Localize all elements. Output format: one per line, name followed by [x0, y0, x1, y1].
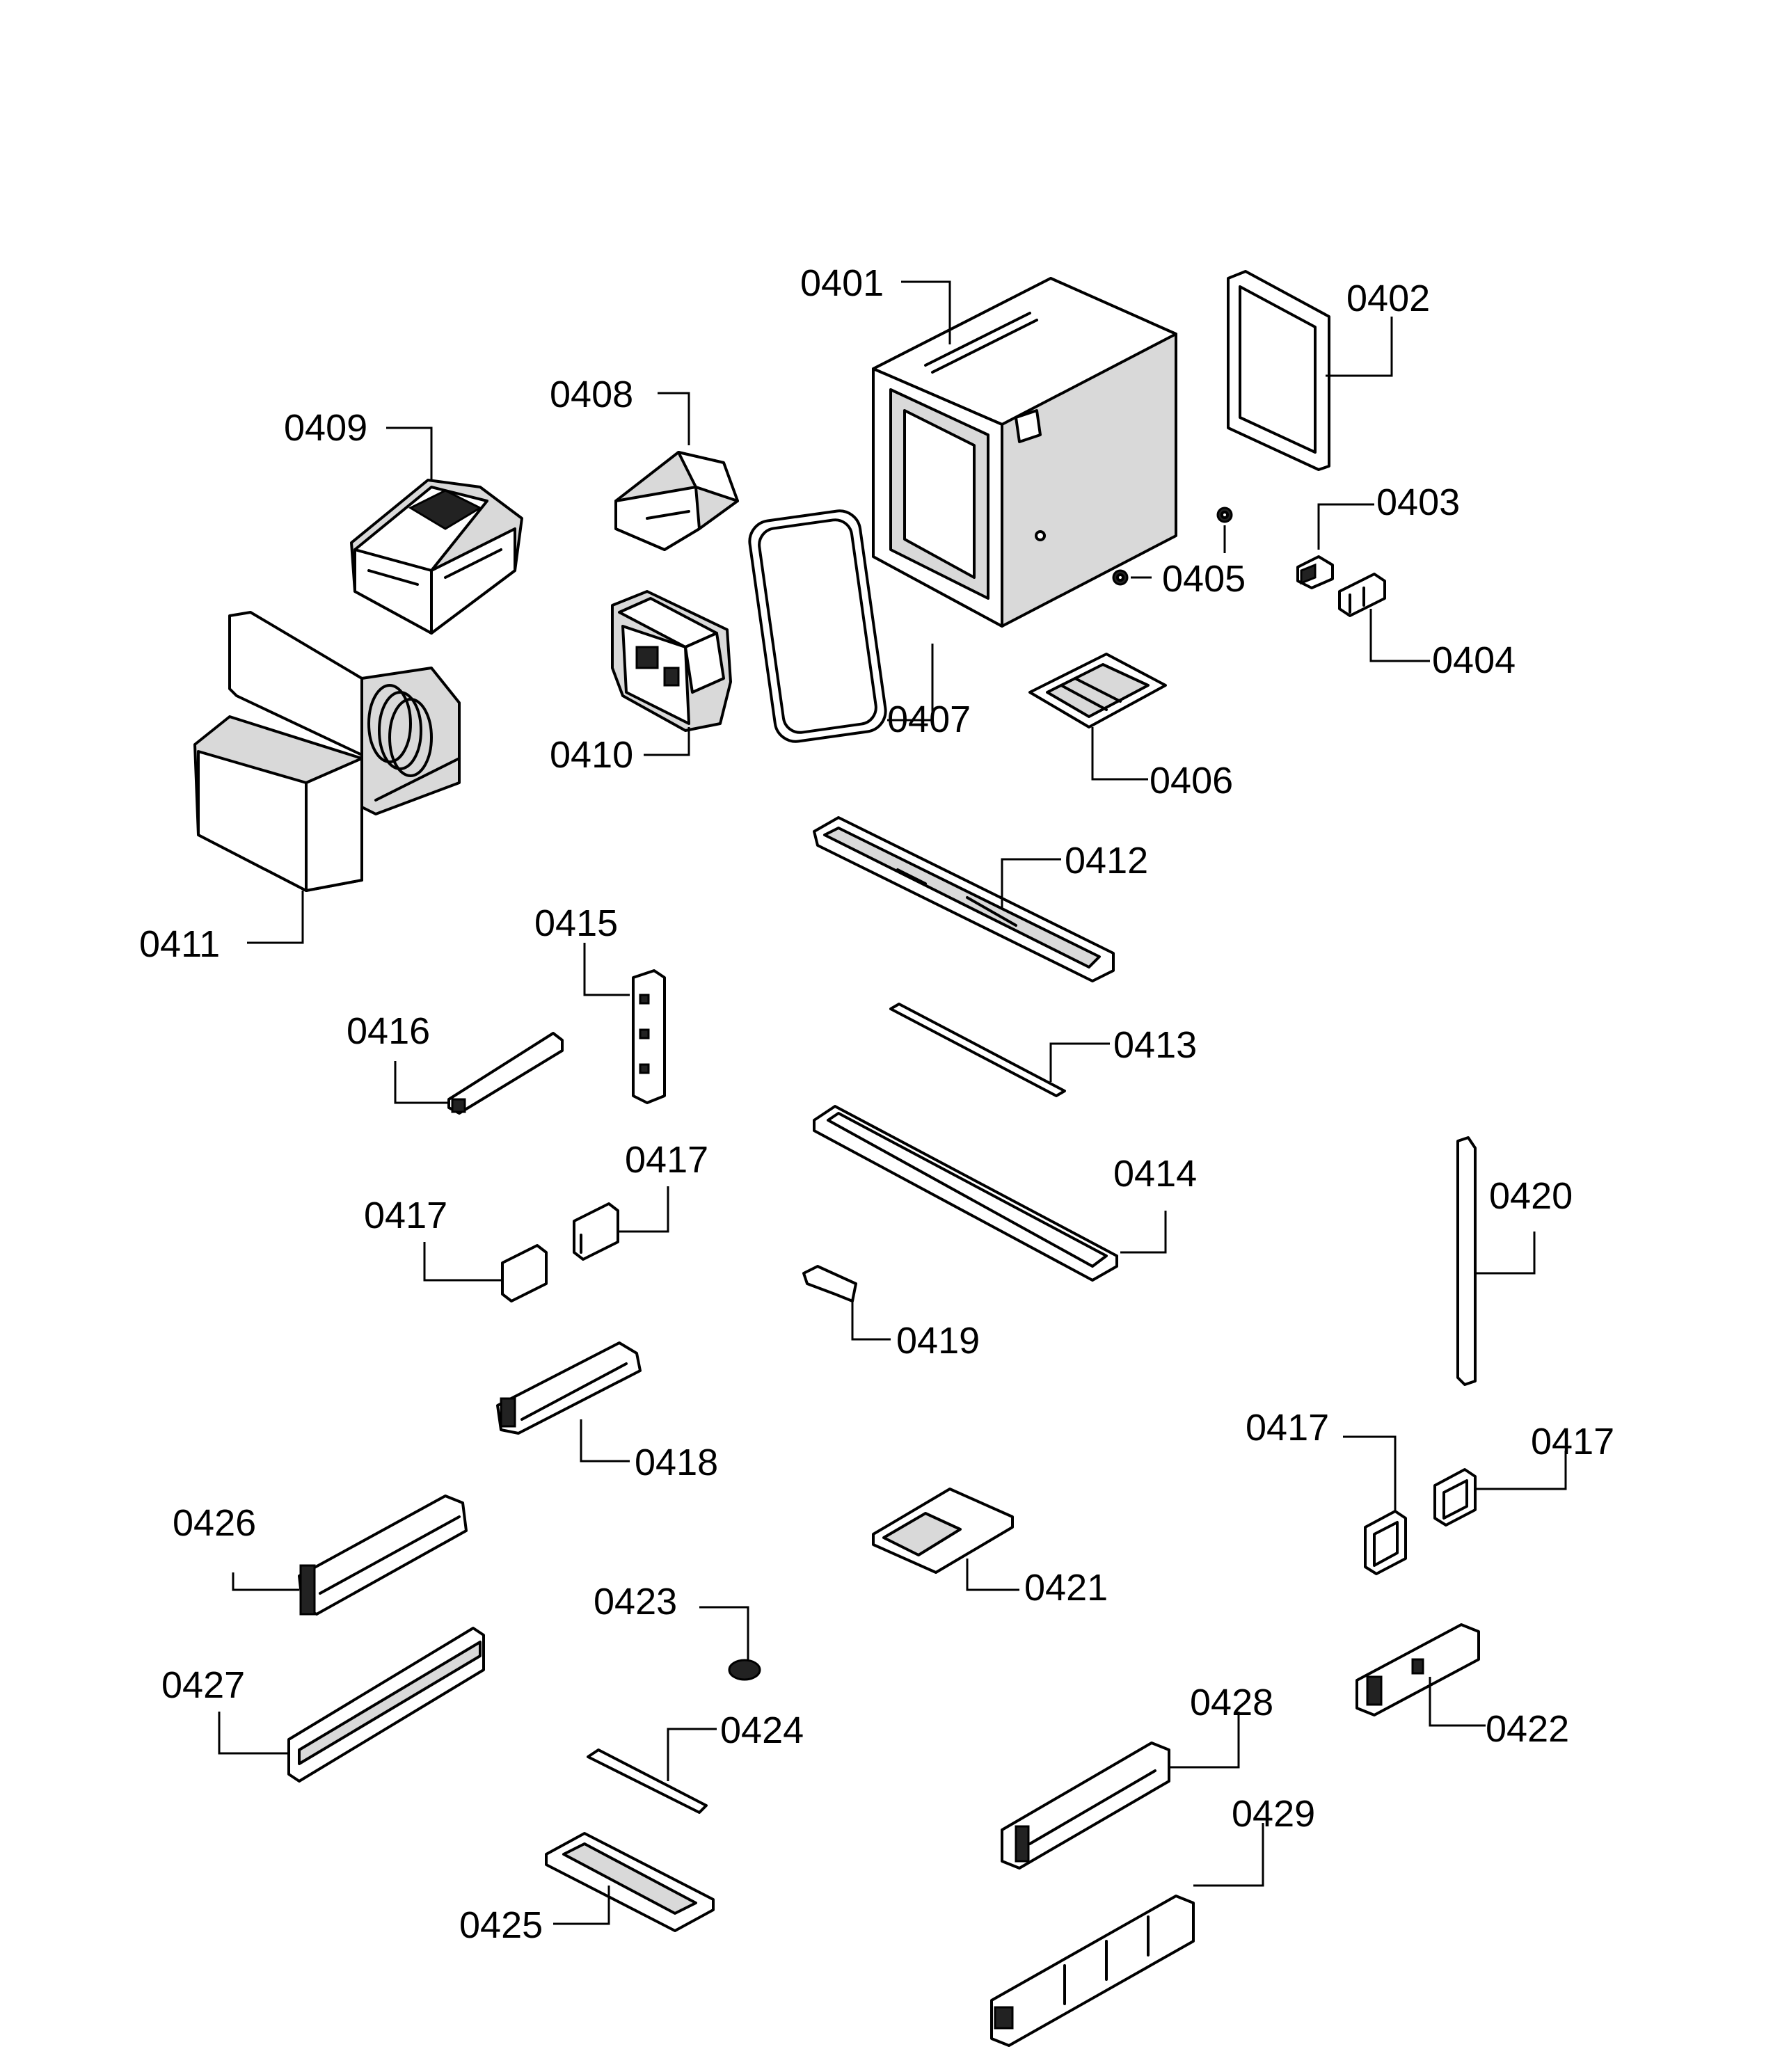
part-0419-latch-drawing — [802, 1265, 857, 1302]
part-0411-icebucket-drawing — [193, 611, 461, 892]
part-0410-motor-drawing — [611, 590, 732, 732]
label-0417-right-b: 0417 — [1531, 1421, 1614, 1463]
part-0426-rail-drawing — [298, 1495, 468, 1616]
label-0421: 0421 — [1024, 1567, 1108, 1609]
label-0401: 0401 — [800, 262, 884, 304]
label-0410: 0410 — [550, 734, 633, 776]
label-0417-left: 0417 — [364, 1195, 447, 1236]
label-0416: 0416 — [347, 1010, 430, 1052]
part-0422-bracket-drawing — [1355, 1623, 1480, 1716]
label-0408: 0408 — [550, 374, 633, 415]
label-0404: 0404 — [1432, 639, 1516, 681]
part-0423-knob-drawing — [728, 1659, 761, 1681]
label-0417-right-a: 0417 — [1246, 1407, 1329, 1449]
label-0412: 0412 — [1065, 840, 1148, 882]
part-0417-pad-b-drawing — [573, 1202, 619, 1261]
leader-lines — [218, 280, 1567, 1925]
label-0422: 0422 — [1486, 1708, 1569, 1750]
label-0417-center: 0417 — [625, 1139, 708, 1181]
part-0427-rail-drawing — [287, 1627, 485, 1783]
label-0415: 0415 — [534, 902, 618, 944]
part-0401-housing-drawing — [872, 277, 1177, 628]
part-0414-frame-drawing — [813, 1105, 1118, 1282]
part-0402-gasket-drawing — [1227, 270, 1330, 471]
part-0404-bracket-drawing — [1338, 573, 1386, 617]
label-0413: 0413 — [1113, 1024, 1197, 1066]
label-0428: 0428 — [1190, 1682, 1273, 1723]
part-0413-strip-drawing — [889, 1003, 1066, 1097]
part-0412-cover-drawing — [813, 816, 1115, 982]
part-0406-plate-drawing — [1028, 653, 1167, 728]
label-0405: 0405 — [1162, 558, 1246, 600]
label-0419: 0419 — [896, 1320, 980, 1362]
label-0425: 0425 — [459, 1904, 543, 1946]
part-0417-pad-a-drawing — [501, 1244, 548, 1302]
label-0427: 0427 — [161, 1664, 245, 1706]
part-0416-bar-drawing — [447, 1032, 564, 1115]
part-0420-strip-drawing — [1456, 1136, 1477, 1386]
label-0409: 0409 — [284, 407, 367, 449]
label-0411: 0411 — [139, 923, 220, 965]
part-0407-gasket-drawing — [748, 509, 887, 743]
label-0414: 0414 — [1113, 1153, 1197, 1195]
label-0426: 0426 — [173, 1502, 256, 1544]
part-0421-board-drawing — [872, 1488, 1014, 1574]
part-0405-screws-drawing — [1112, 507, 1233, 586]
part-0418-rail-drawing — [496, 1341, 642, 1435]
part-0429-rail-drawing — [990, 1895, 1195, 2047]
label-0406: 0406 — [1150, 760, 1233, 802]
label-0420: 0420 — [1489, 1175, 1573, 1217]
part-0403-clip-drawing — [1296, 555, 1334, 589]
part-0417-pad-c-drawing — [1364, 1510, 1407, 1575]
part-0417-pad-d-drawing — [1433, 1468, 1477, 1527]
label-0424: 0424 — [720, 1710, 804, 1751]
label-0407: 0407 — [887, 699, 971, 740]
label-0423: 0423 — [594, 1581, 677, 1623]
label-0429: 0429 — [1232, 1793, 1315, 1835]
part-0409-icemaker-drawing — [350, 479, 523, 635]
label-0403: 0403 — [1376, 481, 1460, 523]
label-0402: 0402 — [1346, 278, 1430, 319]
part-0428-rail-drawing — [1001, 1742, 1170, 1870]
part-0425-tray-drawing — [545, 1832, 715, 1932]
part-0424-strip-drawing — [587, 1748, 708, 1814]
label-0418: 0418 — [635, 1442, 718, 1483]
part-0408-cover-drawing — [614, 451, 739, 551]
part-0415-bracket-drawing — [632, 969, 666, 1104]
